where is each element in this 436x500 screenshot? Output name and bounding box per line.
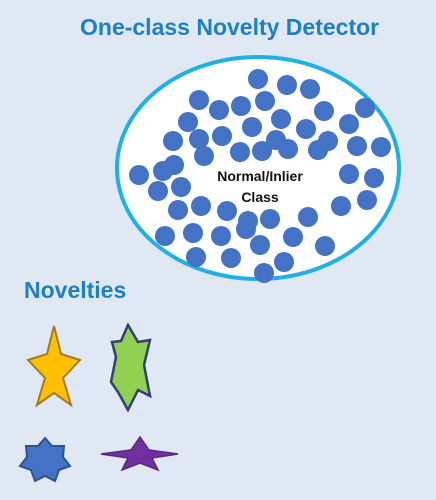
inlier-point	[163, 131, 183, 151]
inlier-point	[274, 252, 294, 272]
diagram-title: One-class Novelty Detector	[80, 14, 380, 40]
inlier-point	[211, 226, 231, 246]
inlier-point	[371, 137, 391, 157]
inlier-point	[153, 161, 173, 181]
inlier-point	[171, 177, 191, 197]
inlier-point	[308, 140, 328, 160]
inlier-label-line1: Normal/Inlier	[217, 168, 303, 184]
inlier-point	[221, 248, 241, 268]
inlier-point	[355, 98, 375, 118]
inlier-point	[155, 226, 175, 246]
inlier-point	[315, 236, 335, 256]
inlier-point	[189, 90, 209, 110]
inlier-point	[331, 196, 351, 216]
inlier-points	[129, 69, 391, 283]
inlier-point	[298, 207, 318, 227]
gold-star-icon	[26, 325, 82, 408]
inlier-point	[217, 201, 237, 221]
inlier-point	[194, 146, 214, 166]
inlier-point	[186, 247, 206, 267]
inlier-point	[314, 101, 334, 121]
inlier-point	[236, 219, 256, 239]
inlier-point	[271, 109, 291, 129]
inlier-point	[255, 91, 275, 111]
inlier-point	[250, 235, 270, 255]
inlier-point	[212, 126, 232, 146]
inlier-point	[178, 112, 198, 132]
inlier-point	[278, 139, 298, 159]
inlier-point	[148, 181, 168, 201]
inlier-point	[183, 223, 203, 243]
novelties-heading: Novelties	[24, 277, 127, 303]
inlier-point	[296, 119, 316, 139]
inlier-point	[254, 263, 274, 283]
inlier-point	[230, 142, 250, 162]
inlier-label-line2: Class	[241, 189, 279, 205]
inlier-point	[242, 117, 262, 137]
inlier-point	[189, 129, 209, 149]
inlier-point	[277, 75, 297, 95]
inlier-point	[231, 96, 251, 116]
purple-star-icon	[100, 435, 179, 472]
inlier-point	[300, 79, 320, 99]
inlier-point	[248, 69, 268, 89]
inlier-point	[260, 209, 280, 229]
inlier-point	[191, 196, 211, 216]
inlier-point	[129, 165, 149, 185]
inlier-class-label: Normal/Inlier Class	[210, 166, 310, 208]
inlier-point	[168, 200, 188, 220]
inlier-point	[347, 136, 367, 156]
blue-star-icon	[18, 436, 72, 483]
inlier-point	[283, 227, 303, 247]
inlier-point	[339, 164, 359, 184]
inlier-point	[364, 168, 384, 188]
inlier-point	[252, 141, 272, 161]
inlier-point	[209, 100, 229, 120]
inlier-point	[339, 114, 359, 134]
green-star-icon	[109, 322, 152, 413]
inlier-point	[357, 190, 377, 210]
